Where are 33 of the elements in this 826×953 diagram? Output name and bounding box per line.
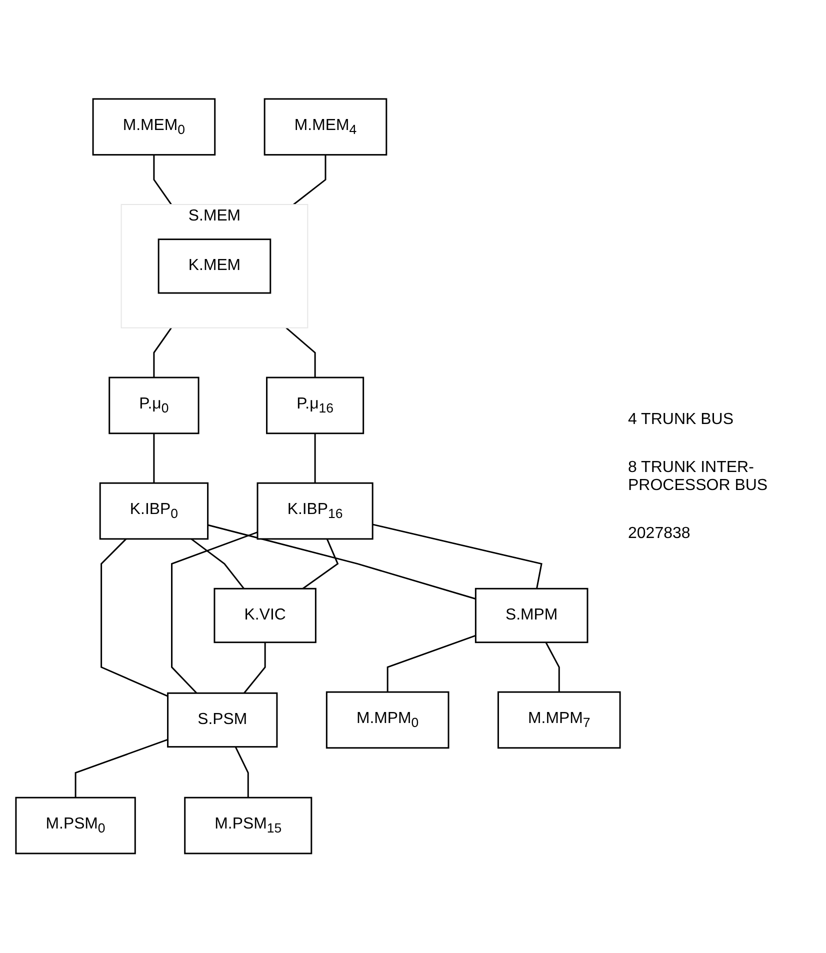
connector: [100, 538, 168, 698]
node-box: M.MPM$_{0}$: [326, 692, 450, 749]
connector: [190, 538, 245, 590]
bus-label: 8 TRUNK INTER-PROCESSOR BUS: [628, 458, 769, 494]
connector: [286, 328, 316, 378]
connector: [208, 524, 476, 600]
connector: [153, 328, 172, 378]
node-box: M.MPM$_{7}$: [497, 692, 621, 749]
node-box: M.MEM$_{4}$: [264, 98, 388, 156]
bus-label: 4 TRUNK BUS: [628, 410, 735, 428]
connector: [314, 434, 316, 484]
connector: [386, 635, 476, 692]
node-box: P.μ$_{16}$: [266, 377, 364, 434]
connector: [372, 524, 542, 590]
connector: [74, 739, 168, 798]
node-box: S.PSM: [167, 692, 278, 748]
node-box: M.PSM$_{15}$: [184, 797, 312, 854]
connector: [153, 155, 172, 206]
bus-label: 2027838: [628, 524, 692, 542]
connector: [545, 642, 560, 692]
connector: [244, 642, 266, 694]
node-box: K.IBP$_{16}$: [256, 482, 374, 540]
connector: [153, 434, 155, 484]
connector: [293, 155, 326, 206]
connector: [171, 532, 258, 694]
node-box: M.PSM$_{0}$: [15, 797, 136, 854]
node-box: K.VIC: [214, 588, 316, 644]
connector: [234, 746, 249, 798]
node-box: S.MPM: [474, 588, 588, 644]
node-box: K.MEM: [158, 238, 272, 294]
node-box: K.IBP$_{0}$: [99, 482, 209, 540]
node-box: M.MEM$_{0}$: [92, 98, 216, 156]
node-box: P.μ$_{0}$: [108, 377, 200, 434]
